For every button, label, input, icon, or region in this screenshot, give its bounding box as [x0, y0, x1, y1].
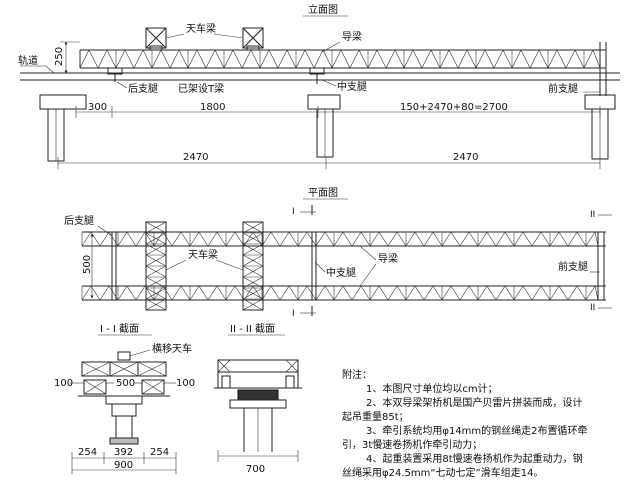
notes-line: 4、起重装置采用8t慢速卷扬机作为起重动力，钢 — [366, 452, 583, 465]
plan-section-mark-i-bottom: I — [292, 309, 295, 319]
plan-mid-leg-label: 中支腿 — [326, 266, 356, 279]
elevation-crane-beam-left — [145, 27, 167, 51]
elevation-dim-2700: 150+2470+80=2700 — [400, 102, 508, 113]
notes-line: 引，3t慢速卷扬机作牵引动力； — [342, 438, 482, 451]
notes: 附注： 1、本图尺寸单位均以cm计； 2、本双导梁架桥机是国产贝雷片拼装而成，设… — [342, 368, 588, 479]
section-1-dim-right: 100 — [176, 378, 195, 389]
plan-crane-beam-right — [242, 221, 264, 311]
plan-width-dim: 500 — [82, 255, 93, 274]
plan-section-mark-ii-top: II — [590, 210, 595, 220]
plan-crane-beam-label: 天车梁 — [188, 248, 218, 261]
elevation-pier-middle — [307, 94, 341, 158]
elevation-mid-leg — [309, 67, 325, 84]
notes-line: 1、本图尺寸单位均以cm计； — [366, 382, 498, 395]
notes-heading: 附注： — [342, 368, 372, 381]
elevation-dimension-row-1 — [75, 106, 601, 118]
section-2-view: II - II 截面 700 — [214, 322, 302, 475]
notes-line: 2、本双导梁架桥机是国产贝雷片拼装而成，设计 — [366, 396, 582, 409]
section-1-trolley-label: 横移天车 — [152, 342, 192, 355]
elevation-front-leg-label: 前支腿 — [548, 82, 578, 95]
elevation-dim-300: 300 — [88, 102, 107, 113]
plan-guide-beam-top — [81, 231, 606, 247]
elevation-crane-beam-right — [242, 27, 264, 51]
elevation-erected-beam-label: 已架设T梁 — [178, 82, 224, 95]
section-2-pier — [229, 389, 287, 452]
elevation-rear-leg-label: 后支腿 — [128, 83, 158, 95]
elevation-mid-leg-label: 中支腿 — [337, 80, 367, 93]
elevation-pier-right — [584, 94, 616, 160]
section-1-dim-254-right: 254 — [150, 447, 169, 458]
elevation-rear-leg — [107, 67, 123, 82]
plan-crane-beam-left — [145, 221, 167, 311]
elevation-dim-2470-right: 2470 — [453, 152, 478, 163]
elevation-height-dim: 250 — [54, 47, 65, 66]
section-2-title: II - II 截面 — [230, 322, 275, 335]
section-1-dim-left: 100 — [54, 378, 73, 389]
section-1-view: I - I 截面 横移天车 — [54, 322, 195, 474]
section-1-dim-mid: 500 — [116, 378, 135, 389]
elevation-rail-label: 轨道 — [18, 54, 38, 67]
elevation-view: 立面图 天车梁 导梁 — [18, 3, 620, 169]
plan-section-mark-i-top: I — [292, 207, 295, 217]
section-1-dim-254-left: 254 — [78, 447, 97, 458]
elevation-dim-2470-left: 2470 — [183, 152, 208, 163]
elevation-guide-beam — [79, 42, 607, 96]
section-1-title: I - I 截面 — [100, 322, 139, 335]
plan-guide-beam-bottom — [81, 285, 606, 301]
section-1-dim-total: 900 — [114, 460, 133, 471]
section-1-guide-beams — [78, 379, 170, 397]
notes-line: 3、牵引系统均用φ14mm的钢丝绳走2布置循环牵 — [366, 424, 588, 437]
section-2-dim-total: 700 — [246, 464, 265, 475]
plan-title: 平面图 — [308, 187, 338, 199]
elevation-crane-beam-label: 天车梁 — [186, 22, 216, 35]
section-1-trolley — [117, 351, 131, 361]
elevation-dimension-row-2 — [57, 157, 601, 169]
section-1-crane-beam — [81, 361, 167, 377]
elevation-dim-1800: 1800 — [200, 102, 225, 113]
plan-view: 平面图 I I II II — [64, 187, 612, 319]
plan-section-mark-ii-bottom: II — [590, 303, 595, 313]
section-2-guide-beam — [214, 359, 302, 389]
section-1-pier — [105, 395, 143, 445]
elevation-title: 立面图 — [308, 3, 338, 16]
elevation-guide-beam-label: 导梁 — [342, 30, 362, 43]
plan-front-leg-label: 前支腿 — [558, 260, 588, 273]
section-1-dim-392: 392 — [114, 447, 133, 458]
plan-rear-leg-label: 后支腿 — [64, 215, 94, 227]
notes-line: 起吊重量85t； — [342, 410, 409, 423]
plan-guide-beam-label: 导梁 — [378, 252, 398, 265]
elevation-pier-left — [39, 94, 87, 162]
notes-line: 丝绳采用φ24.5mm“七动七定”滑车组走14。 — [342, 466, 543, 479]
